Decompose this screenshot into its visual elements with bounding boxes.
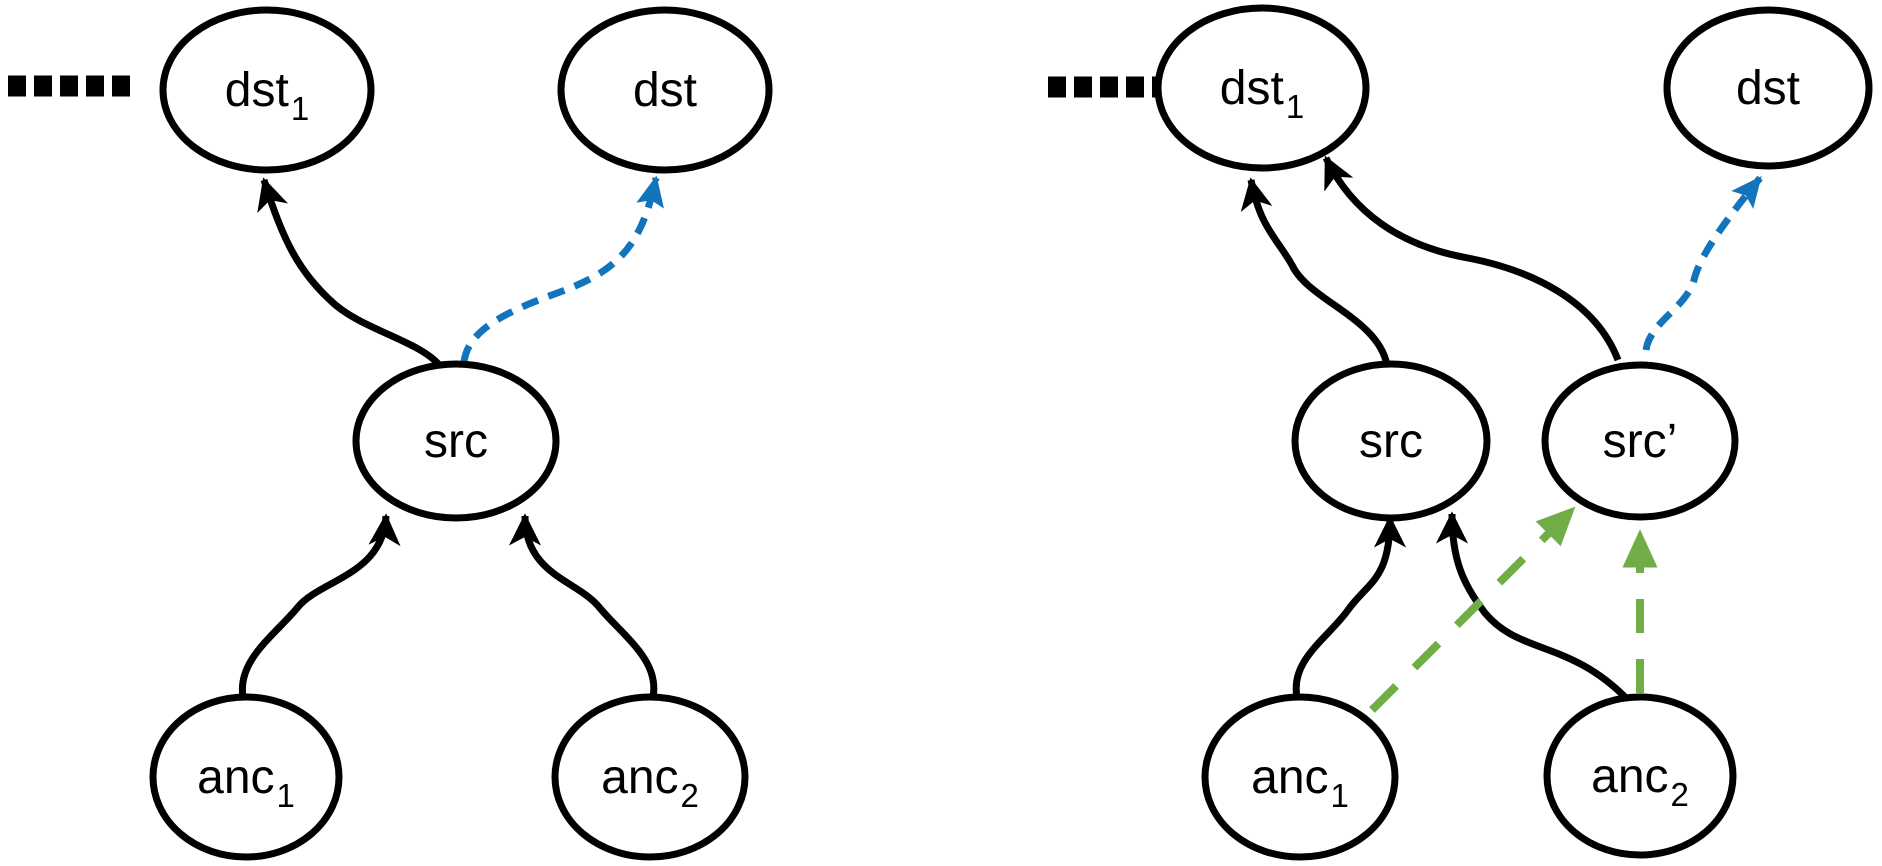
label-sub: 1	[291, 90, 309, 127]
label-main: dst	[225, 64, 289, 117]
edge-anc1-to-srcprime-new	[1369, 506, 1576, 713]
label-main: anc	[1591, 750, 1668, 803]
node-dst1-shape	[159, 6, 375, 174]
node-src-shape	[352, 360, 560, 522]
node-src-shape	[1291, 360, 1491, 522]
label-main: anc	[1251, 751, 1328, 804]
node-anc2: anc2	[1543, 693, 1737, 859]
label-main: dst	[1736, 62, 1800, 115]
node-anc2-label: anc2	[1591, 750, 1689, 813]
label-sub: 2	[1671, 776, 1689, 813]
node-anc2-shape	[1543, 693, 1737, 859]
node-src-prime-shape	[1541, 361, 1739, 521]
node-dst1: dst1	[159, 6, 375, 174]
node-dst1-label: dst1	[225, 64, 309, 127]
label-sub: 2	[681, 777, 699, 814]
edge-srcprime-to-dst1	[1322, 155, 1622, 362]
edge-src-to-dst1	[257, 177, 444, 370]
node-anc1-shape	[149, 693, 343, 861]
node-src-label: src	[424, 415, 488, 468]
node-anc1: anc1	[1201, 693, 1399, 861]
label-main: src	[424, 415, 488, 468]
node-dst1-label: dst1	[1220, 62, 1304, 125]
node-dst-label: dst	[633, 64, 697, 117]
node-dst-shape	[1663, 6, 1873, 170]
node-dst1: dst1	[1154, 4, 1370, 172]
label-main: dst	[633, 64, 697, 117]
node-anc2-label: anc2	[601, 751, 699, 814]
label-sub: 1	[1331, 777, 1349, 814]
edge-anc1-to-src	[238, 513, 401, 698]
node-dst-shape	[557, 6, 773, 174]
node-anc1: anc1	[149, 693, 343, 861]
edge-anc2-to-src	[1435, 511, 1631, 703]
node-anc2: anc2	[551, 693, 749, 861]
edge-srcprime-to-dst-counterfactual	[1642, 175, 1763, 351]
node-src-label: src	[1359, 415, 1423, 468]
label-sub: 1	[1286, 88, 1304, 125]
label-sub: 1	[277, 777, 295, 814]
label-main: anc	[601, 751, 678, 804]
label-main: dst	[1220, 62, 1284, 115]
edge-anc1-to-src	[1292, 515, 1407, 698]
node-dst: dst	[557, 6, 773, 174]
label-main: anc	[197, 751, 274, 804]
left-diagram: dst1 dst src anc1 anc2	[8, 6, 773, 861]
node-src-prime-label: src’	[1603, 415, 1678, 468]
label-main: src	[1359, 415, 1423, 468]
node-src-prime: src’	[1541, 361, 1739, 521]
node-dst: dst	[1663, 6, 1873, 170]
node-anc1-label: anc1	[197, 751, 295, 814]
node-anc1-label: anc1	[1251, 751, 1349, 814]
node-src: src	[1291, 360, 1491, 522]
node-dst1-shape	[1154, 4, 1370, 172]
edge-src-to-dst1	[1240, 177, 1391, 366]
node-dst-label: dst	[1736, 62, 1800, 115]
right-diagram: dst1 dst src src’ anc1 anc2	[1048, 4, 1873, 861]
label-main: src’	[1603, 415, 1678, 468]
node-src: src	[352, 360, 560, 522]
edge-src-to-dst-counterfactual	[460, 175, 664, 363]
node-anc1-shape	[1201, 693, 1399, 861]
node-anc2-shape	[551, 693, 749, 861]
edge-anc2-to-src	[508, 513, 658, 698]
